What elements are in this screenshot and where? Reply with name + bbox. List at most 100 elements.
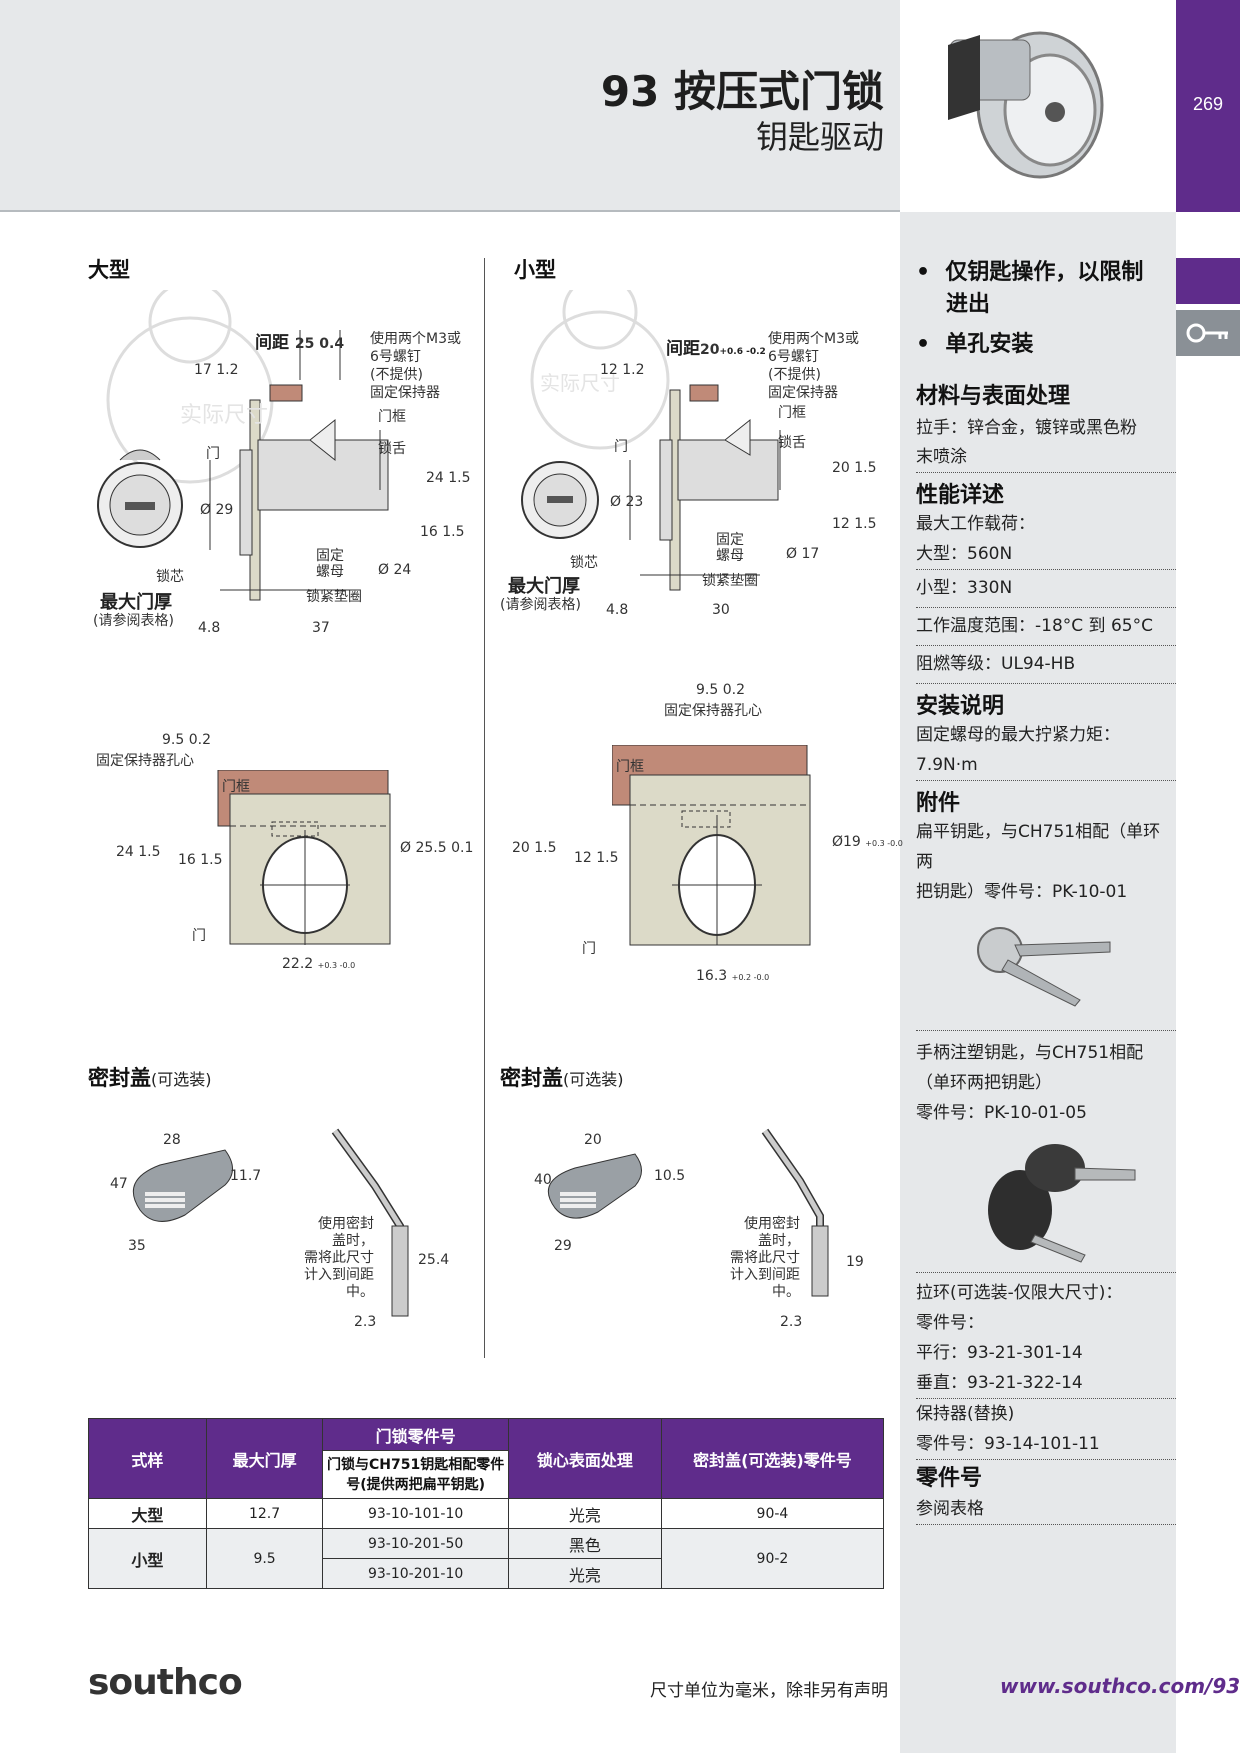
- accessory-line: 零件号：: [916, 1313, 984, 1333]
- install-title: 安装说明: [916, 694, 1005, 719]
- install-text: 固定螺母的最大拧紧力矩： 7.9N·m: [916, 720, 1176, 781]
- large-frame-label: 门框: [378, 409, 406, 425]
- molded-key-photo: [988, 1144, 1136, 1263]
- perf-title: 性能详述: [916, 483, 1005, 508]
- cell-seal: 90-2: [660, 1528, 885, 1589]
- small-door-label: 门: [614, 439, 628, 455]
- small-dim-12v: 12 1.5: [832, 516, 877, 532]
- accessories-title: 附件: [916, 791, 961, 816]
- website-link[interactable]: www.southco.com/93: [1000, 1674, 1240, 1698]
- small-seal-a: 20: [584, 1132, 602, 1148]
- cell-finish: 光亮: [507, 1498, 662, 1529]
- table-row: 93-10-201-10 光亮: [89, 1558, 884, 1589]
- large-core-label: 锁芯: [156, 569, 184, 585]
- flat-key-photo: [977, 927, 1111, 1007]
- accessory-1: 扁平钥匙，与CH751相配（单环两 把钥匙）零件号：PK-10-01: [916, 817, 1176, 907]
- material-title: 材料与表面处理: [916, 384, 1071, 409]
- cell-max-door: 9.5: [205, 1528, 324, 1589]
- cell-max-door: 12.7: [205, 1498, 324, 1529]
- small-washer-label: 锁紧垫圈: [702, 573, 758, 589]
- divider: [916, 1272, 1176, 1273]
- large-washer-label: 锁紧垫圈: [306, 589, 362, 605]
- accessory-line: 拉环(可选装-仅限大尺寸)：: [916, 1283, 1123, 1303]
- large-dim-16: 16 1.5: [420, 524, 465, 540]
- large-see-table: (请参阅表格): [93, 613, 174, 629]
- small-cutout-frame: 门框: [616, 759, 644, 775]
- small-cutout-20: 20 1.5: [512, 840, 557, 856]
- page-tab: [1176, 0, 1240, 212]
- large-spacing-label: 间距 25 0.4: [255, 333, 345, 353]
- small-title: 小型: [514, 258, 556, 282]
- large-tongue-label: 锁舌: [378, 441, 406, 457]
- large-dia-29: Ø 29: [200, 502, 234, 518]
- key-category-tab: [1176, 310, 1240, 356]
- small-seal-note: 使用密封盖时，需将此尺寸计入到间距中。: [730, 1216, 800, 1300]
- large-door-label: 门: [206, 446, 220, 462]
- small-seal-h: 19: [846, 1254, 864, 1270]
- accessory-line: 手柄注塑钥匙，与CH751相配: [916, 1043, 1144, 1063]
- small-hole-center: 9.5 0.2: [696, 682, 745, 698]
- large-seal-side-drawing: [331, 1128, 409, 1317]
- accessory-line: 垂直：93-21-322-14: [916, 1368, 1176, 1399]
- bullet-item-cont: 进出: [946, 292, 991, 317]
- small-dim-48: 4.8: [606, 602, 629, 618]
- perf-line: 最大工作载荷：: [916, 514, 1035, 534]
- perf-line: 小型：330N: [916, 570, 1176, 608]
- cell-part: 93-10-201-50: [322, 1528, 509, 1559]
- large-hole-label: 固定保持器孔心: [96, 753, 194, 769]
- actual-size-label: 实际尺寸: [180, 403, 268, 428]
- page-header: 93 按压式门锁 钥匙驱动: [0, 0, 900, 212]
- part-number-text: 参阅表格: [916, 1494, 1176, 1525]
- page-subtitle: 钥匙驱动: [755, 118, 884, 156]
- page-title: 93 按压式门锁: [600, 67, 884, 116]
- small-core-label: 锁芯: [570, 555, 598, 571]
- large-cutout-door: 门: [192, 928, 206, 944]
- material-line: 拉手：锌合金，镀锌或黑色粉: [916, 418, 1137, 438]
- lock-photo-icon: [948, 31, 1104, 179]
- product-photo: [900, 0, 1176, 210]
- accessory-line: 保持器(替换): [916, 1404, 1015, 1424]
- small-seal-t: 2.3: [780, 1314, 803, 1330]
- large-dim-24: 24 1.5: [426, 470, 471, 486]
- accessory-line: 把钥匙）零件号：PK-10-01: [916, 882, 1128, 902]
- small-cutout-door: 门: [582, 941, 596, 957]
- small-dia-23: Ø 23: [610, 494, 644, 510]
- large-cutout-width: 22.2 +0.3 -0.0: [282, 956, 356, 972]
- spec-panel: 材料与表面处理 拉手：锌合金，镀锌或黑色粉 末喷涂 性能详述 最大工作载荷： 大…: [916, 378, 1176, 907]
- key-icon: [1186, 323, 1228, 343]
- small-tongue-label: 锁舌: [778, 435, 806, 451]
- table-row: 大型 12.7 93-10-101-10 光亮 90-4: [88, 1498, 885, 1529]
- large-cutout-frame: 门框: [222, 779, 250, 795]
- large-cutout-16: 16 1.5: [178, 852, 223, 868]
- perf-line: 阻燃等级：UL94-HB: [916, 646, 1176, 684]
- large-seal-d: 35: [128, 1238, 146, 1254]
- section-tab: [1176, 258, 1240, 304]
- large-lock-drawing: 实际尺寸: [97, 290, 389, 601]
- accessory-line: 扁平钥匙，与CH751相配（单环两: [916, 822, 1161, 872]
- small-max-door: 最大门厚: [508, 576, 580, 597]
- large-seal-note: 使用密封盖时，需将此尺寸计入到间距中。: [304, 1216, 374, 1300]
- seal-title-large: 密封盖(可选装): [88, 1066, 212, 1090]
- small-dim-30: 30: [712, 602, 730, 618]
- bullet-item: • 单孔安装: [916, 332, 1034, 357]
- small-see-table: (请参阅表格): [500, 597, 581, 613]
- seal-title-small: 密封盖(可选装): [500, 1066, 624, 1090]
- small-dia-17: Ø 17: [786, 546, 820, 562]
- accessory-line: （单环两把钥匙）: [916, 1073, 1052, 1093]
- col-max-door: 最大门厚: [205, 1418, 324, 1499]
- cell-finish: 黑色: [507, 1528, 662, 1559]
- perf-line: 大型：560N: [916, 539, 1176, 570]
- material-line: 末喷涂: [916, 443, 1176, 473]
- large-cutout-drawing: [217, 770, 391, 945]
- col-lock-part: 门锁零件号: [322, 1418, 509, 1451]
- table-row: 小型 9.5 93-10-201-50 黑色 90-2: [88, 1528, 885, 1589]
- small-seal-cover-drawing: [547, 1153, 642, 1219]
- perf-text: 最大工作载荷： 大型：560N 小型：330N 工作温度范围：-18°C 到 6…: [916, 509, 1176, 684]
- small-frame-label: 门框: [778, 405, 806, 421]
- small-seal-d: 29: [554, 1238, 572, 1254]
- units-note: 尺寸单位为毫米，除非另有声明: [650, 1681, 888, 1701]
- install-line: 7.9N·m: [916, 750, 1176, 781]
- small-cutout-12: 12 1.5: [574, 850, 619, 866]
- column-divider: [484, 258, 485, 1358]
- col-seal: 密封盖(可选装)零件号: [660, 1418, 885, 1499]
